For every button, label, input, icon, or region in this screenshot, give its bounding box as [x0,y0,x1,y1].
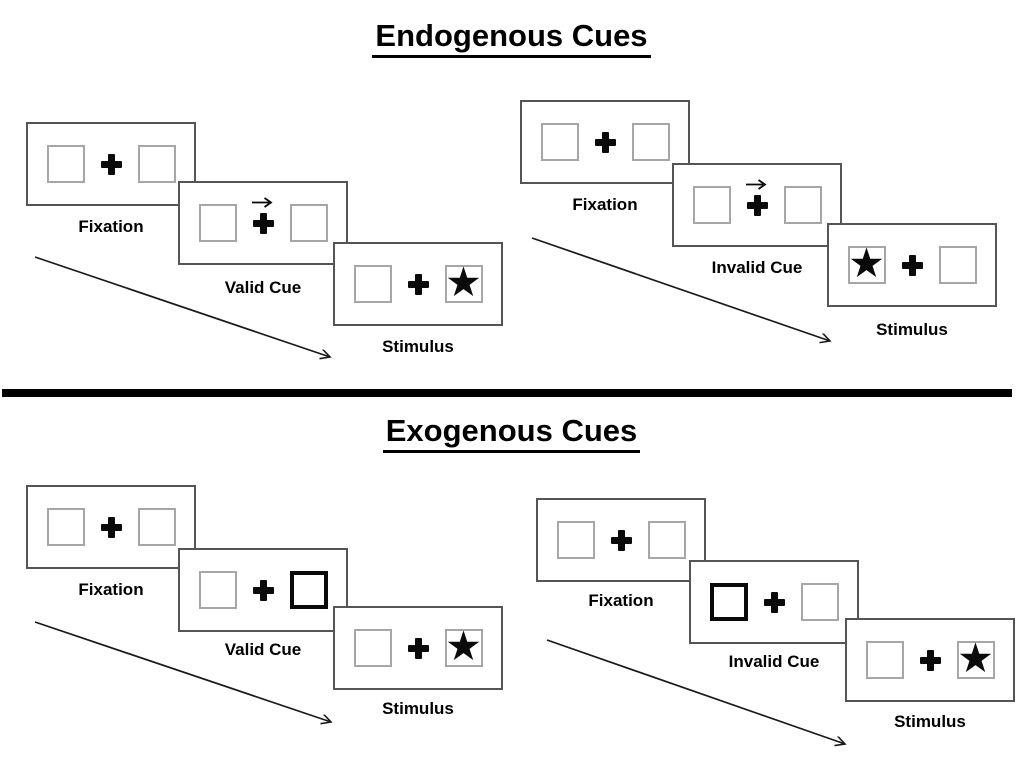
timeline-arrow-endo-valid [34,256,330,357]
panel-label-fixation: Fixation [78,580,144,599]
fixation-cross-icon [746,178,768,216]
highlighted-cue-box [709,583,748,621]
panel-endo-valid-cue [178,181,348,265]
left-box [865,641,904,679]
panel-label-stimulus: Stimulus [382,699,454,718]
arrow-right-icon [252,196,273,208]
star-icon: ★ [957,634,994,682]
fixation-cross-icon [100,153,122,175]
plus-icon [763,591,785,613]
panel-exo-invalid-fixation [536,498,706,582]
section-title-exogenous: Exogenous Cues [0,413,1023,453]
plus-icon [100,516,122,538]
star-box: ★ [444,258,483,306]
section-divider [2,389,1012,397]
star-box: ★ [847,239,886,287]
panel-label-stimulus: Stimulus [876,320,948,339]
plus-icon [919,649,941,671]
left-box [353,265,392,303]
panel-endo-valid-fixation [26,122,196,206]
panel-label-fixation: Fixation [572,195,638,214]
panel-exo-valid-stimulus: ★ [333,606,503,690]
panel-label-stimulus: Stimulus [894,712,966,731]
panel-label-stimulus: Stimulus [382,337,454,356]
panel-exo-valid-fixation [26,485,196,569]
right-box [631,123,670,161]
left-box [46,145,85,183]
panel-endo-invalid-fixation [520,100,690,184]
plus-icon [594,131,616,153]
fixation-cross-icon [901,254,923,276]
panel-exo-invalid-stimulus: ★ [845,618,1015,702]
panel-label-invalid-cue: Invalid Cue [711,258,803,277]
right-box [289,204,328,242]
star-box: ★ [444,622,483,670]
fixation-cross-icon [763,591,785,613]
timeline-arrow-endo-invalid [531,237,830,341]
timeline-arrow-exo-valid [34,621,331,722]
plus-icon [901,254,923,276]
panel-label-fixation: Fixation [78,217,144,236]
fixation-cross-icon [100,516,122,538]
panel-exo-invalid-cue [689,560,859,644]
left-box [198,204,237,242]
plus-icon [610,529,632,551]
right-box [800,583,839,621]
star-icon: ★ [445,622,482,670]
fixation-cross-icon [252,579,274,601]
panel-label-valid-cue: Valid Cue [224,640,302,659]
plus-icon [252,579,274,601]
fixation-cross-icon [594,131,616,153]
plus-icon [407,273,429,295]
section-title-text: Exogenous Cues [382,413,641,453]
left-box [198,571,237,609]
right-box [783,186,822,224]
panel-label-valid-cue: Valid Cue [224,278,302,297]
fixation-cross-icon [919,649,941,671]
panel-label-fixation: Fixation [588,591,654,610]
star-icon: ★ [445,258,482,306]
section-title-text: Endogenous Cues [372,18,651,58]
highlighted-cue-box [289,571,328,609]
panel-label-invalid-cue: Invalid Cue [728,652,820,671]
star-icon: ★ [848,239,885,287]
left-box [353,629,392,667]
fixation-cross-icon [407,273,429,295]
section-title-endogenous: Endogenous Cues [0,18,1023,58]
left-box [556,521,595,559]
plus-icon [100,153,122,175]
fixation-cross-icon [407,637,429,659]
right-box [137,145,176,183]
right-box [137,508,176,546]
left-box [540,123,579,161]
plus-icon [746,194,768,216]
star-box: ★ [956,634,995,682]
fixation-cross-icon [610,529,632,551]
right-box [938,246,977,284]
panel-endo-valid-stimulus: ★ [333,242,503,326]
plus-icon [252,212,274,234]
right-box [647,521,686,559]
panel-endo-invalid-cue [672,163,842,247]
panel-endo-invalid-stimulus: ★ [827,223,997,307]
left-box [46,508,85,546]
fixation-cross-icon [252,196,274,234]
arrow-right-icon [746,178,767,190]
panel-exo-valid-cue [178,548,348,632]
plus-icon [407,637,429,659]
left-box [692,186,731,224]
